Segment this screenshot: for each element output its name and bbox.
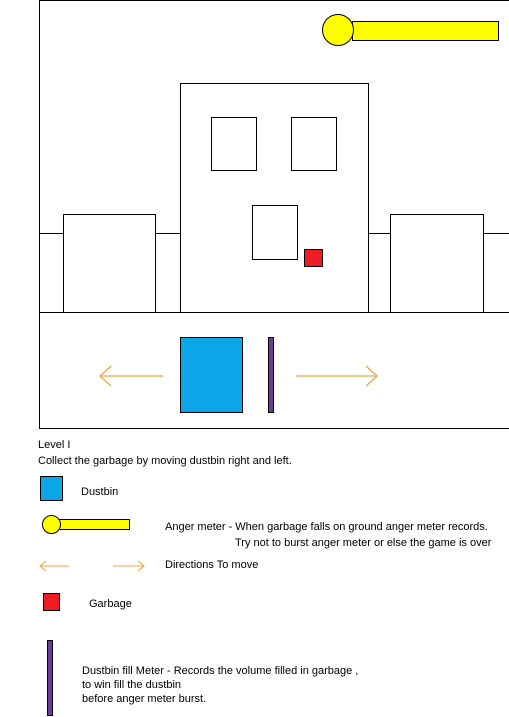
fill-meter xyxy=(268,337,274,413)
garbage-legend-swatch xyxy=(43,593,60,611)
directions-legend-label: Directions To move xyxy=(165,559,259,571)
anger-meter-legend-line2: Try not to burst anger meter or else the… xyxy=(235,537,492,549)
left-connector xyxy=(155,233,181,313)
garbage-item xyxy=(304,249,323,267)
left-building xyxy=(63,214,156,313)
anger-meter-knob xyxy=(322,14,354,46)
right-building xyxy=(390,214,484,313)
anger-meter-legend-line1: Anger meter - When garbage falls on grou… xyxy=(165,521,488,533)
building-window-right xyxy=(291,117,337,171)
arrow-right-icon[interactable] xyxy=(294,364,380,388)
anger-meter-fill xyxy=(353,22,498,40)
ground xyxy=(39,312,509,429)
dustbin[interactable] xyxy=(180,337,243,413)
right-low-building xyxy=(483,233,509,313)
main-building xyxy=(180,83,369,313)
fill-meter-legend-swatch xyxy=(47,640,53,716)
fill-meter-legend-text: Dustbin fill Meter - Records the volume … xyxy=(82,665,359,705)
arrow-left-icon[interactable] xyxy=(97,364,165,388)
right-connector xyxy=(368,233,391,313)
level-title: Level I xyxy=(38,439,71,451)
anger-meter-legend-knob xyxy=(42,515,61,534)
instruction-text: Collect the garbage by moving dustbin ri… xyxy=(38,455,292,467)
arrow-left-icon xyxy=(39,560,69,572)
building-door xyxy=(252,205,298,260)
dustbin-legend-label: Dustbin xyxy=(81,486,119,498)
anger-meter-legend-bar xyxy=(58,519,130,530)
building-window-left xyxy=(211,117,257,171)
garbage-legend-label: Garbage xyxy=(89,598,132,610)
dustbin-legend-swatch xyxy=(40,476,63,501)
arrow-right-icon xyxy=(113,560,145,572)
left-low-building xyxy=(39,233,64,313)
